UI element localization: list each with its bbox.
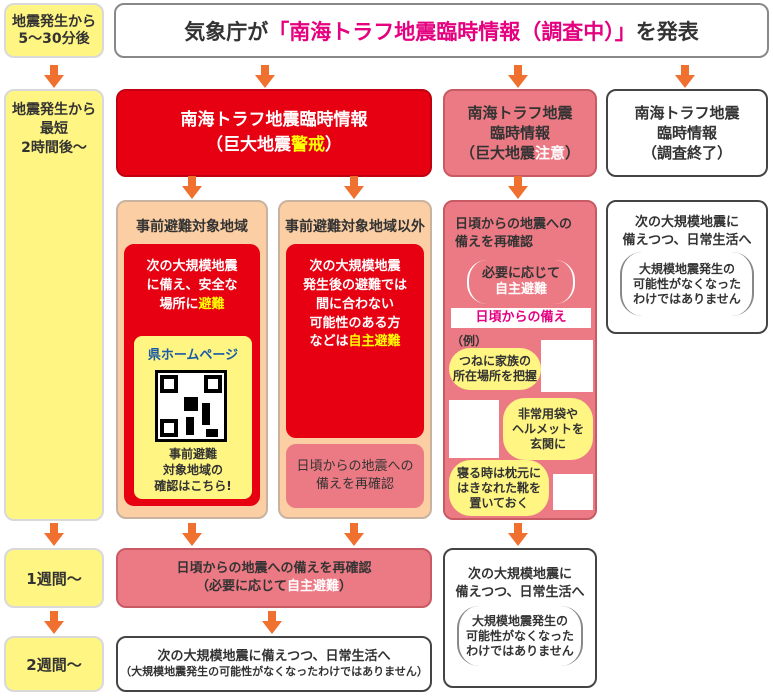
banner-highlight: 「南海トラフ地震臨時情報（調査中）」 [268, 19, 636, 44]
warning-subtitle: （巨大地震警戒） [206, 135, 342, 155]
arrow-down-icon [182, 523, 202, 546]
arrow-down-icon [44, 523, 64, 546]
evacuation-area-text: 次の大規模地震 に備え、安全な 場所に避難 [146, 259, 238, 312]
warning-title: 南海トラフ地震臨時情報 [180, 109, 368, 130]
caution-self-evac: 必要に応じて自主避難 [467, 260, 575, 304]
week1-line2: （必要に応じて自主避難） [195, 579, 353, 594]
example-family: つねに家族の 所在場所を把握 [449, 348, 541, 390]
homepage-card[interactable]: 県ホームページ 事前避難 対象地域の 確認はこちら! [134, 336, 252, 499]
example-bag: 非常用袋や ヘルメットを 玄関に [503, 398, 593, 460]
prep-label: 日頃からの備え [451, 308, 591, 328]
week2-box: 次の大規模地震に備えつつ、日常生活へ （大規模地震発生の可能性がなくなったわけで… [116, 636, 432, 692]
week2-line2: （大規模地震発生の可能性がなくなったわけではありません） [120, 665, 428, 679]
non-evacuation-text: 次の大規模地震 発生後の避難では 間に合わない 可能性のある方 などは自主避難 [302, 259, 407, 350]
caution-header: 南海トラフ地震 臨時情報 （巨大地震注意） [443, 89, 597, 177]
shoes-illustration [553, 474, 593, 510]
time-5-30min: 地震発生から 5〜30分後 [4, 3, 104, 58]
arrow-down-icon [182, 176, 202, 199]
caution-panel: 日頃からの地震への 備えを再確認 必要に応じて自主避難 日頃からの備え （例） … [443, 200, 597, 520]
non-evacuation-reconfirm: 日頃からの地震への 備えを再確認 [286, 444, 424, 508]
ended-note: 大規模地震発生の 可能性がなくなった わけではありません [620, 252, 754, 316]
arrow-down-icon [44, 611, 64, 634]
bag-illustration [449, 400, 499, 458]
arrow-down-icon [508, 176, 528, 199]
banner-suffix: を発表 [635, 19, 699, 44]
week1-box: 日頃からの地震への備えを再確認 （必要に応じて自主避難） [116, 548, 432, 608]
time-2hours: 地震発生から 最短 2時間後〜 [4, 89, 104, 521]
ended-header: 南海トラフ地震 臨時情報 （調査終了） [606, 89, 768, 177]
caution-after-text: 次の大規模地震に 備えつつ、日常生活へ [455, 567, 585, 600]
time-1week: 1週間〜 [4, 548, 104, 608]
non-evacuation-area-title: 事前避難対象地域以外 [285, 219, 425, 235]
caution-after: 次の大規模地震に 備えつつ、日常生活へ 大規模地震発生の 可能性がなくなった わ… [443, 548, 597, 688]
caution-text1: 日頃からの地震への 備えを再確認 [455, 217, 573, 250]
evacuation-area-red: 次の大規模地震 に備え、安全な 場所に避難 県ホームページ 事前避難 対象地域の… [124, 244, 260, 506]
evacuation-area-panel: 事前避難対象地域 次の大規模地震 に備え、安全な 場所に避難 県ホームページ 事… [116, 200, 268, 519]
example-shoes: 寝る時は枕元に はきなれた靴を 置いておく [449, 460, 549, 516]
ended-text: 次の大規模地震に 備えつつ、日常生活へ [622, 215, 752, 248]
arrow-down-icon [675, 65, 695, 88]
time-2hours-label: 地震発生から 最短 2時間後〜 [12, 102, 96, 156]
ended-panel: 次の大規模地震に 備えつつ、日常生活へ 大規模地震発生の 可能性がなくなった わ… [606, 200, 768, 334]
arrow-down-icon [508, 65, 528, 88]
qr-caption: 事前避難 対象地域の 確認はこちら! [154, 447, 232, 494]
banner-prefix: 気象庁が [184, 19, 269, 44]
evacuation-area-title: 事前避難対象地域 [136, 219, 248, 235]
warning-header: 南海トラフ地震臨時情報 （巨大地震警戒） [116, 89, 432, 177]
qr-code-icon[interactable] [155, 370, 227, 442]
caution-after-note: 大規模地震発生の 可能性がなくなった わけではありません [457, 606, 583, 666]
arrow-down-icon [262, 611, 282, 634]
arrow-down-icon [508, 523, 528, 546]
arrow-down-icon [255, 65, 275, 88]
non-evacuation-area-red: 次の大規模地震 発生後の避難では 間に合わない 可能性のある方 などは自主避難 [286, 244, 424, 438]
top-banner: 気象庁が 「南海トラフ地震臨時情報（調査中）」 を発表 [114, 3, 769, 58]
arrow-down-icon [44, 65, 64, 88]
non-evacuation-area-panel: 事前避難対象地域以外 次の大規模地震 発生後の避難では 間に合わない 可能性のあ… [278, 200, 432, 519]
week1-line1: 日頃からの地震への備えを再確認 [176, 560, 372, 576]
arrow-down-icon [344, 176, 364, 199]
time-2weeks: 2週間〜 [4, 636, 104, 692]
homepage-label: 県ホームページ [147, 348, 239, 363]
arrow-down-icon [344, 523, 364, 546]
family-illustration [541, 340, 593, 392]
week2-line1: 次の大規模地震に備えつつ、日常生活へ [157, 648, 391, 664]
example-label: （例） [451, 334, 488, 348]
